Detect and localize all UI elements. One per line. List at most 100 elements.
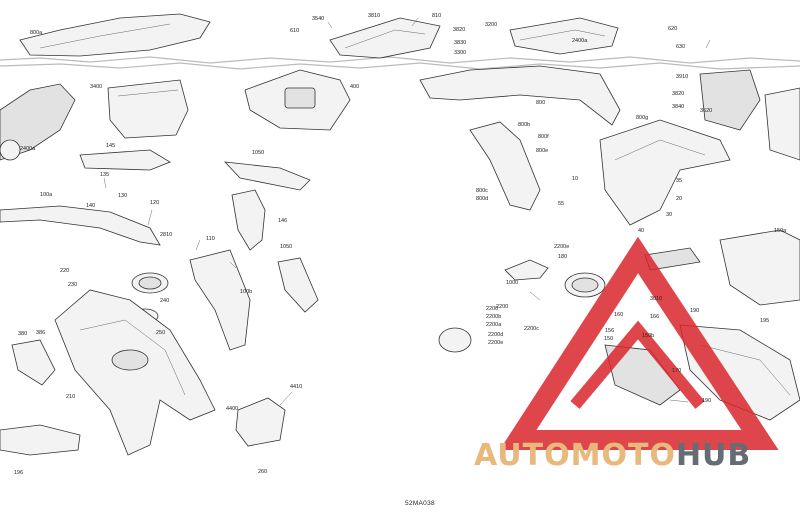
- callout-label: 35: [676, 178, 682, 184]
- callout-label: 1050: [280, 244, 292, 250]
- callout-label: 130: [118, 193, 127, 199]
- part-400-dash: [244, 69, 351, 131]
- part-196-cover: [0, 424, 81, 456]
- callout-label: 156: [605, 328, 614, 334]
- callout-label: 3820: [672, 91, 684, 97]
- callout-label: 400: [350, 84, 359, 90]
- watermark-text: AUTOMOTOHUB: [474, 438, 751, 473]
- callout-label: 3840: [672, 104, 684, 110]
- part-4400-box: [235, 397, 286, 447]
- callout-label: 135: [100, 172, 109, 178]
- callout-label: 150: [604, 336, 613, 342]
- callout-label: 100a: [40, 192, 53, 198]
- callout-label: 20: [676, 196, 682, 202]
- part-150a-panel: [719, 229, 800, 306]
- callout-label: 220: [60, 268, 69, 274]
- callout-label: 145: [106, 143, 115, 149]
- part-100b-rail: [189, 249, 251, 351]
- callout-label: 2200b: [486, 314, 501, 320]
- torn-edge-lower: [0, 62, 800, 70]
- callout-label: 180: [558, 254, 567, 260]
- callout-label: 800: [536, 100, 545, 106]
- callout-label: 3620: [700, 108, 712, 114]
- part-800b-bracket: [469, 121, 541, 211]
- callout-label: 3910: [676, 74, 688, 80]
- part-146-bracket: [231, 189, 266, 251]
- callout-label: 2200: [496, 304, 508, 310]
- callout-label: 1000: [506, 280, 518, 286]
- callout-label: 140: [86, 203, 95, 209]
- part-145-strip: [79, 149, 171, 171]
- callout-label: 3400: [90, 84, 102, 90]
- callout-label: 620: [668, 26, 677, 32]
- callout-label: 110: [206, 236, 215, 242]
- part-800-cover: [419, 65, 621, 126]
- callout-label: 2400a: [20, 146, 36, 152]
- automotohub-logo-mark: [499, 236, 779, 450]
- callout-label: 100b: [240, 289, 252, 295]
- callout-label: 2200c: [524, 326, 539, 332]
- callout-label: 380: [18, 331, 27, 337]
- callout-label: 3200: [485, 22, 497, 28]
- callout-label: 150a: [774, 228, 787, 234]
- part-240-ring: [131, 272, 169, 294]
- callout-label: 2200e: [488, 340, 503, 346]
- callout-label: 800d: [476, 196, 488, 202]
- leader-lines: [103, 17, 711, 406]
- callout-label: 2200e: [554, 244, 569, 250]
- callout-label: 1050: [252, 150, 264, 156]
- callout-label: 386: [36, 330, 45, 336]
- callout-label: 30: [666, 212, 672, 218]
- callout-label: 2810: [160, 232, 172, 238]
- callout-label: 40: [638, 228, 644, 234]
- callout-label: 230: [68, 282, 77, 288]
- callout-label: 4400: [226, 406, 238, 412]
- part-3400-bin: [107, 79, 189, 139]
- callout-label: 810: [432, 13, 441, 19]
- callout-label: 3300: [454, 50, 466, 56]
- part-380-panel: [11, 339, 56, 386]
- part-2200e-ring: [438, 259, 606, 353]
- callout-label: 800a: [30, 30, 43, 36]
- callout-label: 196: [14, 470, 23, 476]
- callout-label: 190: [690, 308, 699, 314]
- callout-label: 240: [160, 298, 169, 304]
- callout-label: 55: [558, 201, 564, 207]
- part-3900-side: [699, 69, 800, 161]
- callout-label: 610: [290, 28, 299, 34]
- part-400-panel: [329, 17, 441, 59]
- callout-label: 2400a: [572, 38, 588, 44]
- callout-label: 800f: [538, 134, 549, 140]
- part-10-dash-frame: [599, 119, 731, 226]
- callout-label: 630: [676, 44, 685, 50]
- callout-label: 120: [150, 200, 159, 206]
- part-2400a-console: [0, 83, 76, 161]
- torn-edge: [0, 56, 800, 64]
- part-3200-tray: [509, 17, 619, 55]
- callout-label: 2200a: [486, 322, 502, 328]
- diagram-reference-code: 52MA038: [405, 500, 435, 507]
- callout-label: 3810: [368, 13, 380, 19]
- callout-label: 3830: [454, 40, 466, 46]
- watermark-word-a: AUTOMOTO: [474, 438, 676, 473]
- callout-label: 190: [702, 398, 711, 404]
- part-800a: [19, 13, 211, 57]
- watermark-word-b: HUB: [675, 438, 752, 473]
- callout-label: 210: [66, 394, 75, 400]
- part-100a-rail: [0, 205, 161, 246]
- callout-label: 800e: [536, 148, 548, 154]
- callout-label: 3010: [650, 296, 662, 302]
- callout-label: 4410: [290, 384, 302, 390]
- callout-label: 250: [156, 330, 165, 336]
- callout-label: 160: [614, 312, 623, 318]
- callout-label: 3540: [312, 16, 324, 22]
- callout-label: 3820: [453, 27, 465, 33]
- callout-label: 800b: [518, 122, 530, 128]
- callout-label: 2200: [486, 306, 498, 312]
- callout-label: 166: [650, 314, 659, 320]
- part-1050-strip: [223, 161, 311, 191]
- callout-label: 260: [258, 469, 267, 475]
- callout-label: 2200d: [488, 332, 503, 338]
- callout-label: 800c: [476, 188, 488, 194]
- callout-label: 195: [760, 318, 769, 324]
